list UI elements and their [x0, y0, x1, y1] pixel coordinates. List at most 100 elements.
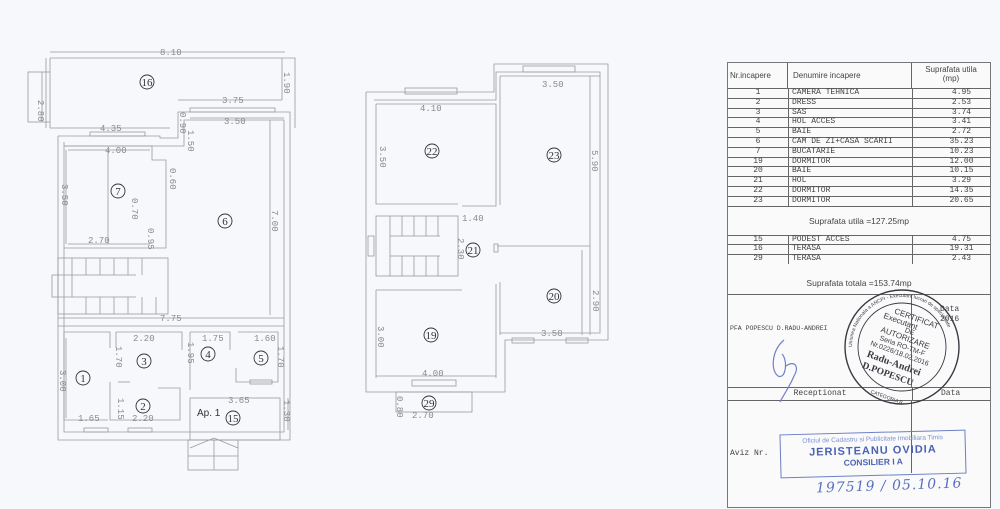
svg-text:1.75: 1.75: [202, 334, 224, 344]
executant-signature-row: PFA POPESCU D.RADU-ANDREI Data 2016: [728, 293, 990, 387]
svg-text:4.00: 4.00: [105, 146, 127, 156]
svg-text:3.50: 3.50: [541, 329, 563, 339]
aviz-label: Aviz Nr.: [728, 400, 912, 473]
svg-text:1.65: 1.65: [78, 414, 100, 424]
svg-text:0.60: 0.60: [167, 168, 177, 190]
room-area-table: Nr.incapere Denumire incapere Suprafata …: [727, 62, 991, 508]
svg-text:2.30: 2.30: [455, 238, 465, 260]
svg-text:7.00: 7.00: [269, 210, 279, 232]
svg-text:4.10: 4.10: [420, 104, 442, 114]
svg-text:0.80: 0.80: [394, 396, 404, 418]
svg-text:3.00: 3.00: [57, 370, 67, 392]
room-label-2: 2: [135, 398, 151, 414]
room-label-6: 6: [217, 213, 233, 229]
room-label-3: 3: [136, 353, 152, 369]
room-label-16: 16: [139, 74, 155, 90]
svg-text:3: 3: [141, 356, 147, 368]
svg-text:5: 5: [258, 353, 264, 365]
svg-text:1.70: 1.70: [275, 346, 285, 368]
svg-text:1.95: 1.95: [185, 342, 195, 364]
svg-text:4.35: 4.35: [100, 124, 122, 134]
svg-text:3.50: 3.50: [59, 184, 69, 206]
ground-floor-plan: [27, 51, 296, 471]
certificate-stamp: Uniunea Nationala a ANCPI - Executant lu…: [844, 289, 960, 406]
svg-text:1.15: 1.15: [115, 398, 125, 420]
svg-text:1.30: 1.30: [281, 400, 291, 422]
svg-text:0.90: 0.90: [177, 112, 187, 134]
svg-text:DE: DE: [904, 327, 916, 337]
reception-label: Receptionat: [728, 387, 913, 400]
reception-row: Receptionat Data: [728, 386, 990, 400]
ground-floor-room-labels: 16 7 6 3 4 5 1 2 15 Ap. 1: [75, 74, 269, 426]
svg-text:29: 29: [424, 398, 436, 410]
svg-text:3.75: 3.75: [222, 96, 244, 106]
svg-text:3.65: 3.65: [228, 396, 250, 406]
apartment-label: Ap. 1: [197, 408, 221, 419]
room-label-19: 19: [423, 327, 439, 343]
room-label-29: 29: [421, 395, 437, 411]
svg-text:2: 2: [140, 401, 146, 413]
aviz-row: Aviz Nr.: [728, 399, 990, 473]
svg-text:2.90: 2.90: [590, 290, 600, 312]
svg-text:8.10: 8.10: [160, 48, 182, 58]
executant-date: Data 2016: [940, 304, 960, 324]
header-room-number: Nr.incapere: [728, 63, 788, 88]
svg-text:2.20: 2.20: [132, 414, 154, 424]
svg-text:1.90: 1.90: [281, 72, 291, 94]
svg-text:1.40: 1.40: [462, 214, 484, 224]
room-label-22: 22: [424, 143, 440, 159]
useful-area-total: Suprafata utila =127.25mp: [728, 207, 990, 236]
reception-date-label: Data: [941, 388, 961, 398]
header-useful-area: Suprafata utila (mp): [925, 65, 977, 83]
grand-total: Suprafata totala =153.74mp: [806, 277, 912, 288]
room-label-20: 20: [546, 288, 562, 304]
svg-text:3.50: 3.50: [377, 146, 387, 168]
room-label-1: 1: [75, 370, 91, 386]
svg-text:1.50: 1.50: [185, 130, 195, 152]
executant-name: PFA POPESCU D.RADU-ANDREI: [728, 294, 912, 387]
svg-text:1.60: 1.60: [254, 334, 276, 344]
room-label-5: 5: [253, 350, 269, 366]
svg-text:3.50: 3.50: [224, 117, 246, 127]
room-label-4: 4: [200, 346, 216, 362]
svg-text:16: 16: [142, 77, 154, 89]
svg-text:1: 1: [80, 373, 86, 385]
svg-text:4: 4: [205, 349, 211, 361]
upper-floor-plan: [365, 63, 609, 413]
svg-text:0.70: 0.70: [129, 198, 139, 220]
svg-text:2.70: 2.70: [412, 411, 434, 421]
svg-text:4.00: 4.00: [422, 369, 444, 379]
svg-text:15: 15: [228, 413, 240, 425]
room-label-23: 23: [546, 147, 562, 163]
upper-floor-room-labels: 22 23 21 20 19 29: [421, 143, 562, 411]
signature-scribble: [772, 339, 798, 403]
room-label-7: 7: [110, 183, 126, 199]
svg-text:5.90: 5.90: [589, 150, 599, 172]
svg-text:21: 21: [468, 245, 479, 257]
svg-text:0.95: 0.95: [145, 228, 155, 250]
cadastre-office-stamp: Oficiul de Cadastru si Publicitate Imobi…: [779, 429, 967, 479]
svg-text:2.80: 2.80: [35, 100, 45, 122]
svg-text:3.50: 3.50: [542, 80, 564, 90]
room-label-15: 15: [225, 410, 241, 426]
svg-text:20: 20: [549, 291, 561, 303]
svg-text:23: 23: [549, 150, 561, 162]
header-room-name: Denumire incapere: [788, 63, 912, 88]
